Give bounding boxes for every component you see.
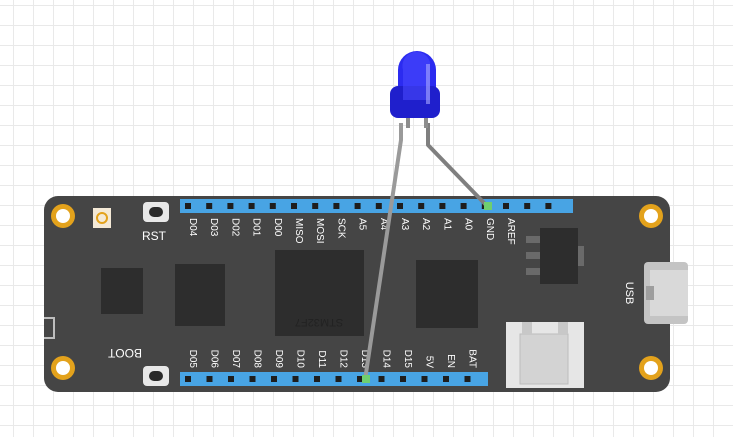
microcontroller-board[interactable]: RST BOOT STM32F7 USB: [44, 196, 688, 392]
top-pin-label: AREF: [505, 218, 516, 245]
header-pin[interactable]: [524, 203, 531, 209]
header-pin[interactable]: [400, 376, 406, 382]
header-pin[interactable]: [460, 203, 467, 209]
top-pin-label: A3: [399, 218, 410, 231]
header-pin[interactable]: [314, 376, 320, 382]
bottom-pin-label: D09: [273, 350, 284, 369]
header-pin[interactable]: [206, 376, 213, 382]
reset-button-label: RST: [142, 229, 167, 243]
header-pin[interactable]: [335, 376, 342, 382]
top-pin-labels: D04 D03 D02 D01 D00 MISO MOSI SCK A5 A4 A3 A2 A1 A0 GN…: [187, 218, 516, 245]
header-pin[interactable]: [439, 203, 446, 209]
header-pin[interactable]: [464, 376, 471, 382]
bottom-pin-labels: D05 D06 D07 D08 D09 D10 D11 D12 D13 D14 D15 5V EN BAT: [187, 349, 478, 368]
chip-right: [416, 260, 478, 328]
top-pin-label: D04: [187, 218, 198, 237]
header-pin[interactable]: [185, 376, 191, 382]
led-wires[interactable]: [362, 123, 492, 383]
mcu-chip: [275, 250, 364, 336]
bottom-pin-label: D06: [209, 350, 220, 369]
bottom-pin-label: D08: [252, 350, 263, 369]
header-pin[interactable]: [503, 203, 509, 209]
top-pin-label: D01: [251, 218, 262, 237]
top-pin-label: A4: [378, 218, 389, 231]
header-pin[interactable]: [269, 203, 276, 209]
header-pin[interactable]: [291, 203, 297, 209]
header-pin[interactable]: [354, 203, 361, 209]
bottom-header-pins[interactable]: [185, 376, 471, 382]
voltage-regulator: [540, 228, 578, 284]
blue-led[interactable]: [390, 51, 440, 128]
header-pin[interactable]: [357, 376, 363, 382]
header-pin[interactable]: [418, 203, 425, 209]
header-pin[interactable]: [375, 203, 382, 209]
top-pin-label: A0: [463, 218, 474, 231]
header-pin[interactable]: [248, 203, 255, 209]
bottom-header-strip: [180, 372, 488, 386]
led-wire-cathode[interactable]: [426, 123, 489, 208]
mcu-chip-label: STM32F7: [295, 316, 343, 328]
chip-small-left: [101, 268, 143, 314]
bottom-pin-label: EN: [445, 354, 456, 368]
header-pin[interactable]: [312, 203, 319, 209]
top-pin-label: A1: [441, 218, 452, 231]
led-wire-anode[interactable]: [363, 123, 403, 381]
top-pin-label: D03: [208, 218, 219, 237]
header-pin[interactable]: [206, 203, 213, 209]
header-pin[interactable]: [249, 376, 256, 382]
top-pin-label: GND: [484, 218, 495, 240]
bottom-pin-label: D05: [187, 350, 198, 369]
led-highlight: [426, 64, 430, 104]
header-pin[interactable]: [397, 203, 403, 209]
top-pin-label: MISO: [293, 218, 304, 244]
header-pin[interactable]: [333, 203, 340, 209]
header-pin[interactable]: [227, 203, 234, 209]
bottom-pin-label: D11: [316, 350, 327, 368]
battery-connector[interactable]: [506, 322, 584, 388]
bottom-pin-label: D10: [295, 350, 306, 369]
header-pin[interactable]: [378, 376, 385, 382]
top-pin-label: A5: [357, 218, 368, 231]
bottom-pin-label: D13: [359, 350, 370, 369]
boot-button-label: BOOT: [107, 346, 142, 360]
header-pin[interactable]: [185, 203, 191, 209]
top-pin-label: D02: [229, 218, 240, 237]
bottom-pin-label: D14: [381, 350, 392, 369]
bottom-pin-label: 5V: [424, 356, 435, 369]
antenna-pad-icon: [96, 212, 108, 224]
bottom-pin-label: D15: [402, 350, 413, 369]
header-pin[interactable]: [421, 376, 428, 382]
usb-port[interactable]: [644, 262, 688, 324]
bottom-pin-label: D12: [338, 350, 349, 369]
top-pin-label: SCK: [335, 218, 346, 239]
top-pin-label: MOSI: [314, 218, 325, 244]
usb-port-label: USB: [623, 282, 635, 305]
wire-endpoint-d13: [362, 375, 370, 383]
antenna-pad: [93, 208, 111, 228]
header-pin[interactable]: [292, 376, 299, 382]
top-pin-label: A2: [420, 218, 431, 231]
wire-endpoint-gnd: [484, 202, 492, 210]
chip-medium-left: [175, 264, 225, 326]
header-pin[interactable]: [271, 376, 277, 382]
header-pin[interactable]: [443, 376, 449, 382]
top-pin-label: D00: [272, 218, 283, 237]
edge-notch: [44, 317, 55, 339]
bottom-pin-label: BAT: [467, 349, 478, 368]
bottom-pin-label: D07: [230, 350, 241, 369]
header-pin[interactable]: [228, 376, 234, 382]
header-pin[interactable]: [545, 203, 552, 209]
